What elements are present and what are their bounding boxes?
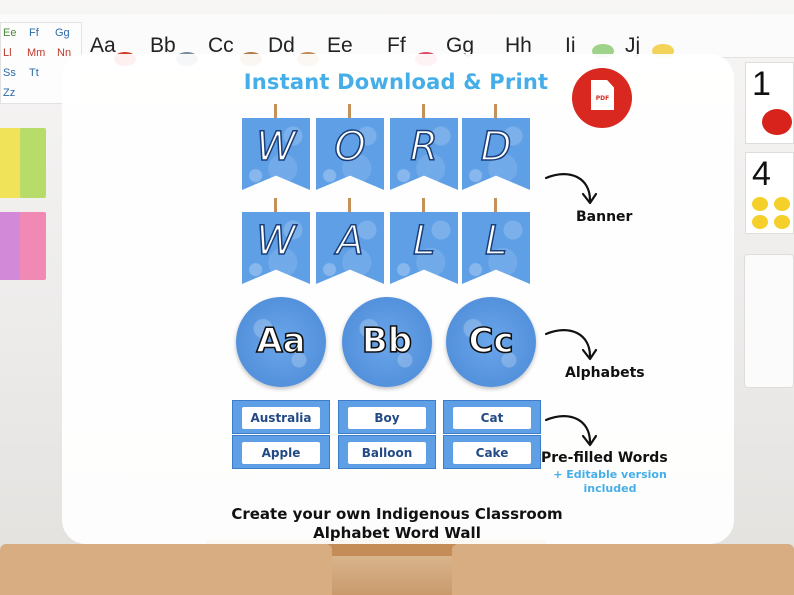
board-letter: Ll [3,47,12,59]
pennant-letter: W [255,123,296,171]
board-letter: Ff [29,27,39,39]
pennant-letter: D [480,123,512,171]
curved-arrow-icon [544,173,598,205]
duck-icon [752,215,768,229]
words-sublabel: + Editable version included [548,468,672,496]
number-card: 4 [745,152,794,234]
word-card-text: Apple [242,442,320,464]
word-card: Apple [232,435,330,469]
word-card: Balloon [338,435,436,469]
pennant-letter: L [412,217,436,265]
alphabet-circle: Aa [236,297,326,387]
alphabet-letter: Cc [468,320,515,362]
board-letter: Mm [27,47,46,59]
strip-letter: Cc [208,34,234,57]
banner-pennant: A [316,212,384,284]
strip-letter: Ii [565,34,576,57]
clothes-peg [348,198,351,212]
board-letter: Tt [29,67,39,79]
strip-letter: Ff [387,34,406,57]
board-letter: Ss [3,67,16,79]
footer-line: Alphabet Word Wall [313,524,481,542]
clothes-peg [422,104,425,118]
alphabet-letter: Aa [256,320,307,362]
clothes-peg [348,104,351,118]
strip-letter: Bb [150,34,176,57]
words-label: Pre-filled Words [541,450,668,466]
clothes-peg [274,104,277,118]
desk [452,544,794,595]
footer-line: Create your own Indigenous Classroom [231,505,563,523]
strip-letter: Ee [327,34,353,57]
apple-icon [762,109,792,135]
word-card-text: Balloon [348,442,426,464]
number-card-digit: 4 [752,155,771,193]
alphabet-letter: Bb [361,320,413,362]
word-card: Boy [338,400,436,434]
pennant-letter: A [336,217,365,265]
wall-chart [0,212,22,280]
strip-letter: Jj [625,34,641,57]
wall-chart [20,128,46,198]
board-letter: Ee [3,27,17,39]
curved-arrow-icon [544,415,598,447]
duck-icon [774,197,790,211]
magnet-board [744,254,794,388]
wall-chart [0,128,22,198]
alphabet-circle: Cc [446,297,536,387]
alphabets-label: Alphabets [565,365,645,381]
desk [0,544,332,595]
word-card: Cake [443,435,541,469]
sublabel-line: included [583,482,637,495]
pennant-letter: R [409,123,438,171]
board-letter: Nn [57,47,72,59]
clothes-peg [494,104,497,118]
clothes-peg [274,198,277,212]
alphabet-circle: Bb [342,297,432,387]
clothes-peg [494,198,497,212]
strip-letter: Hh [505,34,532,57]
number-card: 1 [745,62,794,144]
word-card-text: Australia [242,407,320,429]
word-card-text: Boy [348,407,426,429]
strip-letter: Gg [446,34,475,57]
banner-label: Banner [576,209,633,225]
sublabel-line: + Editable version [553,468,667,481]
footer-caption: Create your own Indigenous Classroom Alp… [220,505,574,543]
wall-chart [20,212,46,280]
alphabet-strip: Aa Bb Cc Dd Ee Ff Gg Hh Ii Jj [0,14,794,66]
duck-icon [752,197,768,211]
number-card-digit: 1 [752,65,771,103]
pdf-document-icon [591,80,614,110]
pennant-letter: W [255,217,296,265]
page-title: Instant Download & Print [243,70,549,94]
pdf-badge: PDF [572,68,632,128]
alphabet-board: Ee Ff Gg Ll Mm Nn Ss Tt Zz [0,22,82,104]
pennant-letter: O [334,123,367,171]
word-card-text: Cake [453,442,531,464]
curved-arrow-icon [544,329,598,361]
board-letter: Gg [55,27,70,39]
strip-letter: Aa [90,34,116,57]
board-letter: Zz [3,87,16,99]
word-card: Cat [443,400,541,434]
pdf-badge-label: PDF [595,95,610,102]
word-card-text: Cat [453,407,531,429]
clothes-peg [422,198,425,212]
duck-icon [774,215,790,229]
pennant-letter: L [484,217,508,265]
strip-letter: Dd [268,34,295,57]
word-card: Australia [232,400,330,434]
